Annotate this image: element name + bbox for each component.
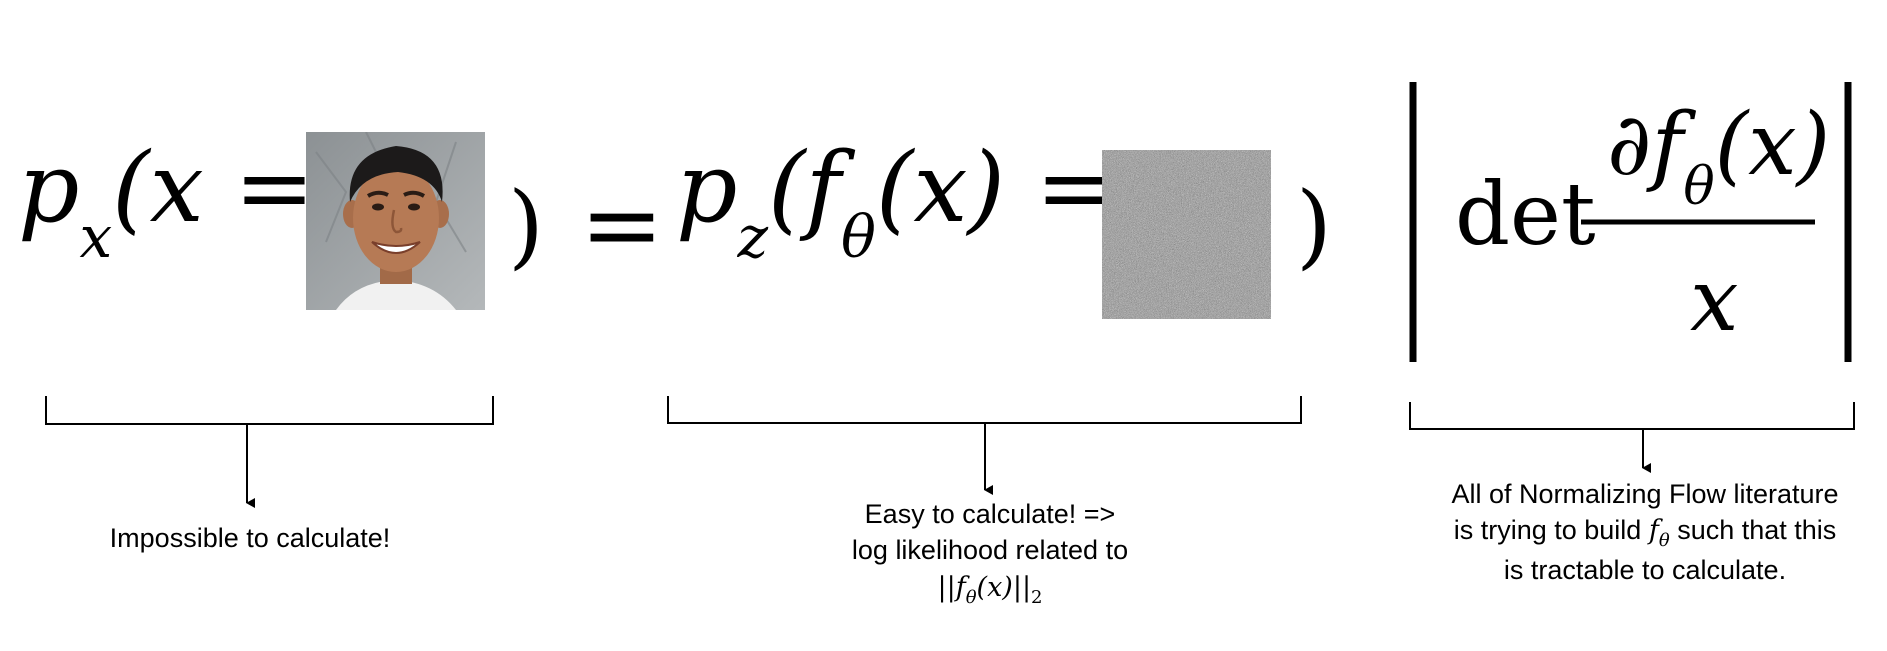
- right-annotation: All of Normalizing Flow literature is tr…: [1405, 476, 1885, 588]
- right-line2-f: f: [1648, 515, 1659, 546]
- lhs-density: px(x =: [18, 140, 315, 266]
- lhs-p-symbol: p: [18, 132, 80, 244]
- right-annotation-line1: All of Normalizing Flow literature: [1451, 479, 1839, 509]
- right-bracket: [1409, 402, 1855, 430]
- face-photo-image: [306, 132, 485, 310]
- left-bracket: [45, 396, 494, 425]
- middle-annotation: Easy to calculate! => log likelihood rel…: [780, 496, 1200, 609]
- middle-bracket: [667, 396, 1302, 424]
- main-equals-sign: =: [580, 166, 664, 283]
- rhs-fx-expression: (x) =: [875, 132, 1116, 244]
- right-line2-suffix: such that this: [1677, 515, 1837, 545]
- right-annotation-line2: is trying to build fθ such that this: [1405, 512, 1885, 552]
- right-annotation-line3: is tractable to calculate.: [1503, 555, 1787, 585]
- jacobian-numerator: ∂fθ(x): [1607, 102, 1830, 213]
- middle-annotation-norm: ||fθ(x)||2: [780, 570, 1200, 609]
- lhs-subscript: x: [79, 203, 113, 271]
- lhs-open-expression: (x =: [112, 132, 315, 244]
- norm-theta-subscript: θ: [965, 587, 977, 608]
- right-line2-theta: θ: [1658, 530, 1670, 551]
- det-label: det: [1455, 165, 1596, 265]
- norm-subscript-2: 2: [1031, 587, 1043, 608]
- jacobian-denominator: x: [1690, 251, 1739, 351]
- rhs-density: pz(fθ(x) =: [676, 140, 1116, 266]
- middle-annotation-line2: log likelihood related to: [851, 535, 1129, 565]
- noise-icon: [1102, 150, 1271, 319]
- lhs-close-paren: ): [508, 172, 544, 279]
- face-photo-icon: [306, 132, 485, 310]
- rhs-open-paren: (: [768, 132, 806, 244]
- noise-image: [1102, 150, 1271, 319]
- rhs-p-symbol: p: [676, 132, 738, 244]
- rhs-theta-subscript: θ: [841, 203, 876, 271]
- partial-f-symbol: ∂f: [1607, 95, 1684, 195]
- partial-theta-subscript: θ: [1683, 157, 1715, 217]
- left-annotation: Impossible to calculate!: [40, 520, 460, 556]
- rhs-f-symbol: f: [805, 132, 841, 244]
- right-line2-prefix: is trying to build: [1453, 515, 1642, 545]
- middle-annotation-line1: Easy to calculate! =>: [864, 499, 1116, 529]
- norm-x-expression: (x): [976, 572, 1013, 603]
- norm-f-symbol: f: [955, 572, 966, 603]
- norm-close-bars: ||: [1012, 572, 1032, 603]
- rhs-close-paren: ): [1296, 172, 1332, 279]
- rhs-subscript: z: [737, 203, 769, 271]
- partial-x-expression: (x): [1714, 95, 1831, 195]
- left-annotation-text: Impossible to calculate!: [109, 523, 391, 553]
- norm-open-bars: ||: [937, 572, 956, 603]
